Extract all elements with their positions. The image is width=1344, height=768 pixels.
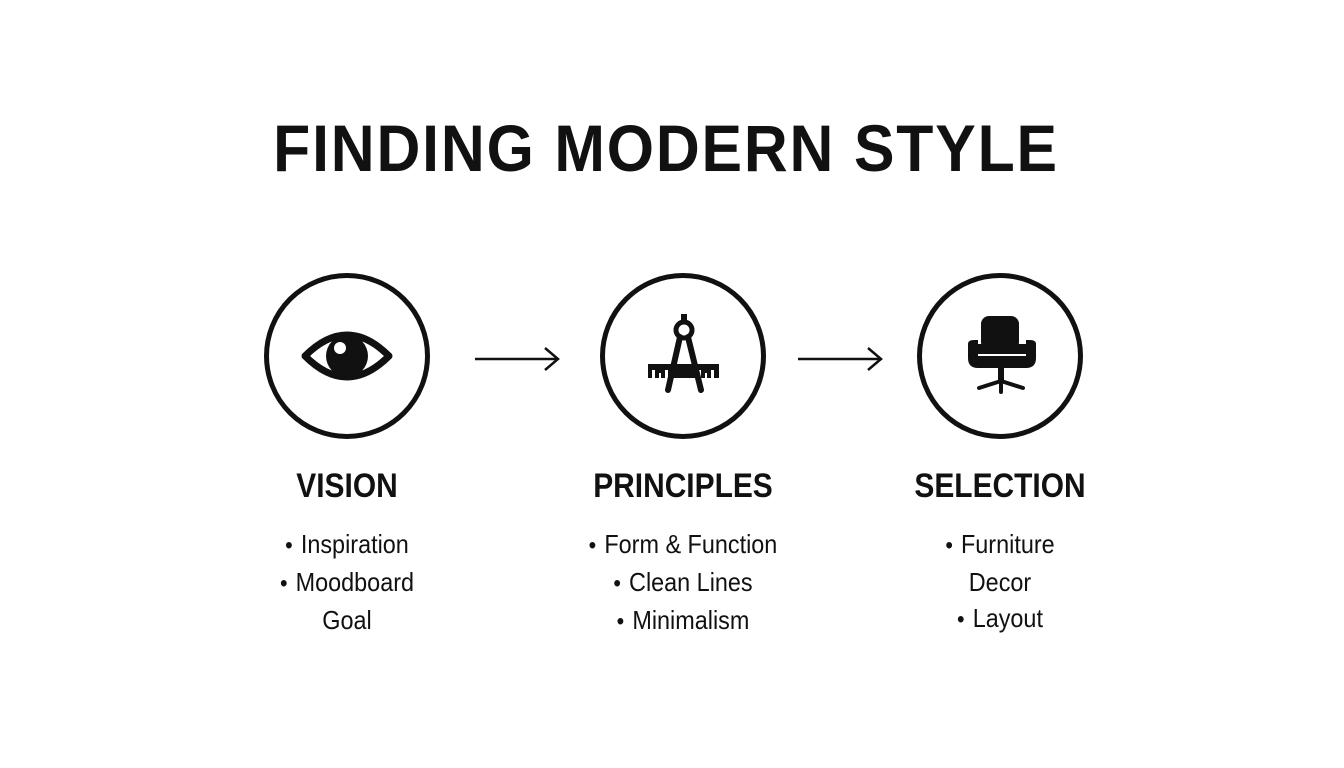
list-item: • Furniture <box>856 526 1144 564</box>
bullet: • <box>616 608 625 635</box>
list-item-label: Decor <box>968 567 1032 597</box>
list-item-label: Goal <box>322 605 372 635</box>
step-title: PRINCIPLES <box>593 467 773 505</box>
bullet: • <box>957 606 965 633</box>
list-item-label: Form & Function <box>604 529 778 559</box>
step-icon-circle <box>264 273 430 439</box>
step-vision: VISION •Inspiration •Moodboard Goal <box>187 0 507 768</box>
list-item: Goal <box>203 602 491 638</box>
step-title: SELECTION <box>914 467 1086 505</box>
list-item: • Minimalism <box>539 602 827 640</box>
step-principles: PRINCIPLES •Form & Function •Clean Lines… <box>523 0 843 768</box>
bullet: • <box>613 570 621 597</box>
list-item-label: Clean Lines <box>629 567 753 597</box>
list-item: Decor <box>856 564 1144 600</box>
chair-icon <box>968 316 1036 394</box>
list-item: • Form & Function <box>539 526 827 564</box>
bullet: • <box>588 532 597 559</box>
step-selection: SELECTION • Furniture Decor • Layout <box>840 0 1160 768</box>
bullet: • <box>945 532 953 559</box>
step-item-list: •Form & Function •Clean Lines •Minimalis… <box>523 526 843 640</box>
eye-icon <box>301 331 393 381</box>
compass-ruler-icon <box>648 314 719 393</box>
list-item-label: Furniture <box>961 529 1055 559</box>
list-item: • Inspiration <box>203 526 491 564</box>
step-title: VISION <box>296 467 398 505</box>
step-icon-circle <box>917 273 1083 439</box>
list-item: • Moodboard <box>203 564 491 602</box>
step-icon-circle <box>600 273 766 439</box>
arrow-right-icon <box>798 347 883 371</box>
list-item: • Clean Lines <box>539 564 827 602</box>
list-item: • Layout <box>856 600 1144 638</box>
step-item-list: • Furniture Decor • Layout <box>840 526 1160 638</box>
bullet: • <box>285 532 293 559</box>
bullet: • <box>279 570 288 597</box>
list-item-label: Moodboard <box>295 567 415 597</box>
list-item-label: Inspiration <box>300 529 409 559</box>
page-title: FINDING MODERN STYLE <box>273 111 1059 185</box>
arrow-right-icon <box>475 347 560 371</box>
list-item-label: Layout <box>972 603 1043 633</box>
list-item-label: Minimalism <box>632 605 750 635</box>
step-item-list: •Inspiration •Moodboard Goal <box>187 526 507 638</box>
